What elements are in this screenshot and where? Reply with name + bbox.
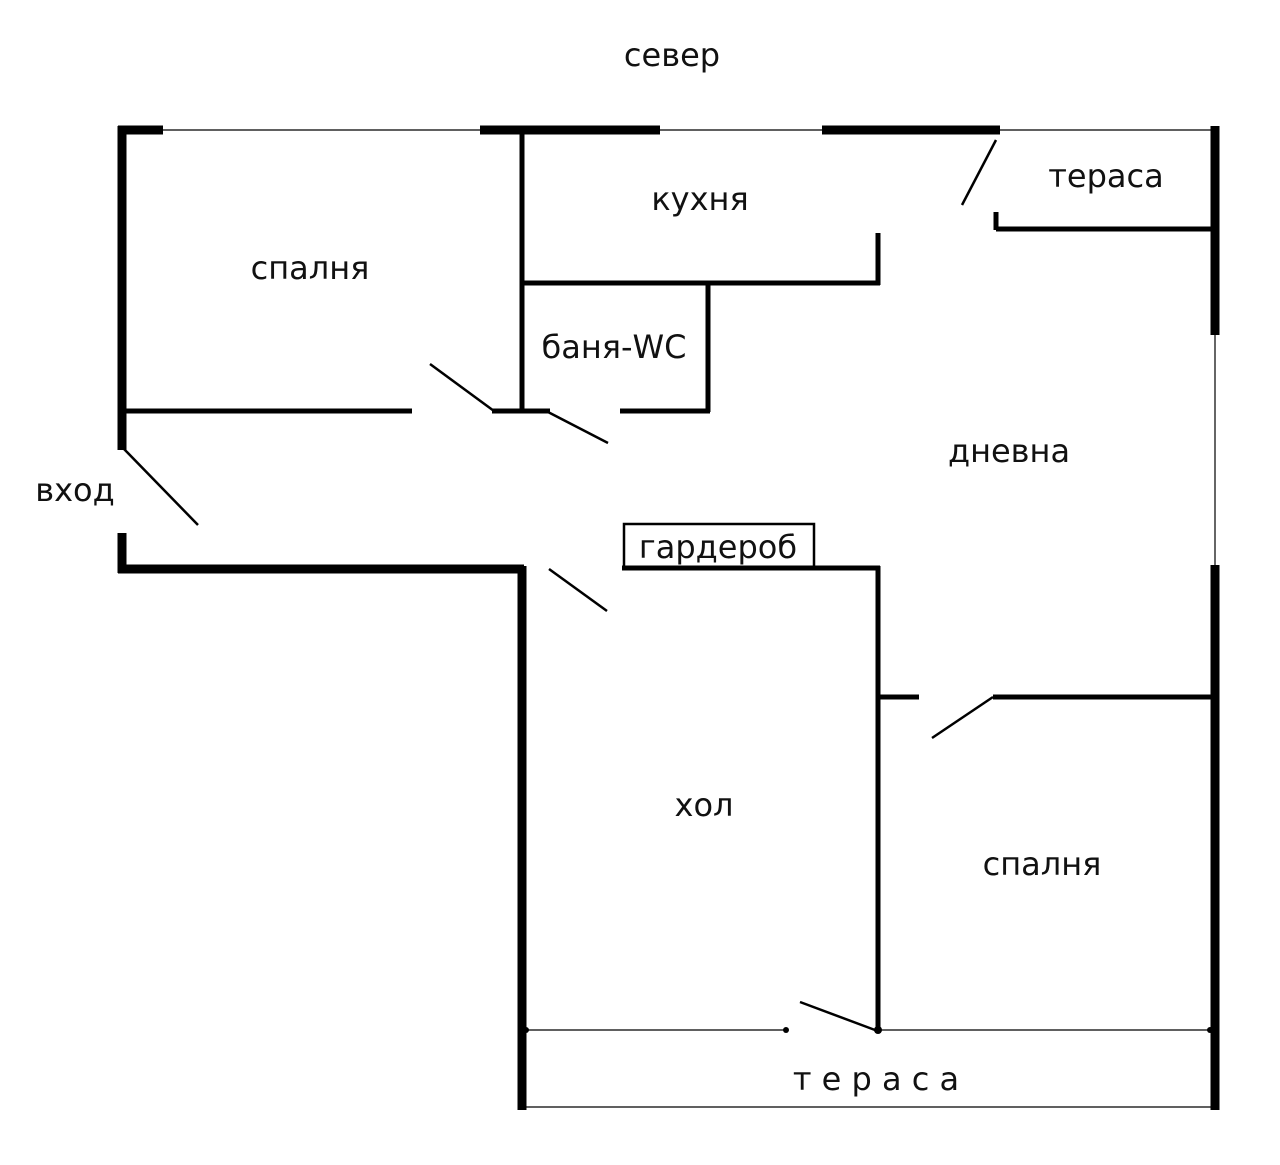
door-bedroom-south — [931, 695, 994, 740]
terrace-post — [523, 1027, 529, 1033]
door-bathroom — [547, 410, 609, 445]
room-label-bedroom-north: спалня — [251, 249, 370, 287]
room-label-entrance: вход — [35, 471, 115, 509]
terrace-post — [874, 1026, 882, 1034]
room-label-bathroom: баня-WC — [541, 328, 686, 366]
door-hall — [548, 567, 608, 613]
orientation-label: север — [624, 36, 720, 74]
wardrobe-box — [622, 522, 816, 569]
terrace-post — [783, 1027, 789, 1033]
room-label-terrace-south: т е р а с а — [793, 1060, 959, 1098]
terrace-post — [1207, 1027, 1213, 1033]
door-terrace-south — [799, 1000, 876, 1032]
door-entrance — [123, 448, 199, 526]
room-label-hall: хол — [675, 786, 734, 824]
room-label-bedroom-south: спалня — [983, 845, 1102, 883]
room-label-terrace-north: тераса — [1048, 157, 1163, 195]
door-bedroom-north — [429, 362, 495, 413]
room-label-living-room: дневна — [948, 432, 1070, 470]
door-terrace-north — [960, 139, 998, 206]
room-label-kitchen: кухня — [651, 180, 748, 218]
room-label-wardrobe: гардероб — [639, 528, 797, 566]
